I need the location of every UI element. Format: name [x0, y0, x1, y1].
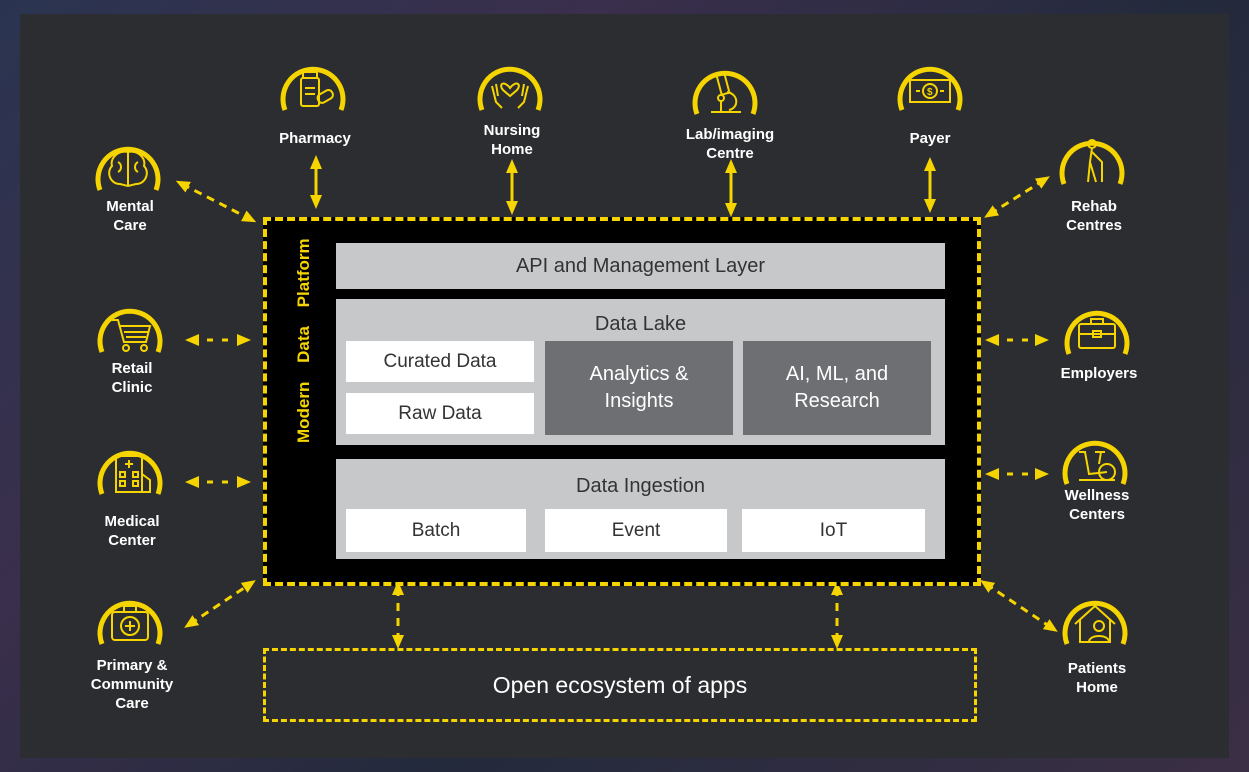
caring-hands-icon [477, 66, 543, 111]
platform-vertical-label: Modern Data Platform [294, 238, 313, 443]
batch-box: Batch [346, 509, 526, 552]
data-lake-band: Data Lake Curated Data Raw Data Analytic… [336, 299, 945, 445]
connector-layer [175, 155, 1058, 649]
patients-home-label: Patients Home [1067, 660, 1127, 696]
data-ingestion-band: Data Ingestion Batch Event IoT [336, 459, 945, 559]
raw-data-box: Raw Data [346, 393, 534, 434]
patients-home-connector [980, 580, 1058, 632]
diagram-canvas: Pharmacy Nursing Home Lab/imaging Centre… [20, 14, 1229, 758]
hospital-building-icon [97, 450, 163, 495]
lab-label: Lab/imaging Centre [685, 126, 775, 162]
mental-care-label: Mental Care [106, 198, 154, 234]
briefcase-icon [1064, 310, 1130, 355]
retail-clinic-label: Retail Clinic [111, 360, 153, 396]
brain-icon [95, 146, 161, 191]
shopping-cart-icon [97, 308, 163, 353]
rehab-connector [984, 176, 1050, 218]
pharmacy-label: Pharmacy [279, 130, 351, 147]
wellness-label: Wellness Centers [1064, 487, 1130, 523]
analytics-insights-box: Analytics & Insights [545, 341, 733, 435]
curated-data-box: Curated Data [346, 341, 534, 382]
api-management-layer: API and Management Layer [336, 243, 945, 289]
ai-ml-research-box: AI, ML, and Research [743, 341, 931, 435]
rehab-label: Rehab Centres [1066, 198, 1122, 234]
exercise-bike-icon [1062, 440, 1128, 485]
nursing-home-label: Nursing Home [483, 122, 541, 158]
employers-label: Employers [1060, 365, 1138, 382]
house-person-icon [1062, 600, 1128, 645]
modern-data-platform: Modern Data Platform API and Management … [263, 217, 981, 586]
mental-care-connector [175, 180, 257, 223]
pill-bottle-icon [280, 66, 346, 111]
medical-kit-icon [97, 600, 163, 645]
iot-box: IoT [742, 509, 925, 552]
elderly-walker-icon [1059, 139, 1125, 185]
event-box: Event [545, 509, 727, 552]
primary-care-label: Primary & Community Care [90, 657, 174, 712]
open-ecosystem-box: Open ecosystem of apps [263, 648, 977, 722]
primary-care-connector [184, 580, 256, 628]
payer-label: Payer [909, 130, 951, 147]
microscope-icon [692, 70, 758, 115]
data-lake-title: Data Lake [594, 313, 687, 335]
svg-text:$: $ [927, 87, 933, 98]
medical-center-label: Medical Center [104, 513, 160, 549]
data-ingestion-title: Data Ingestion [576, 475, 705, 497]
money-icon: $ [897, 66, 963, 111]
